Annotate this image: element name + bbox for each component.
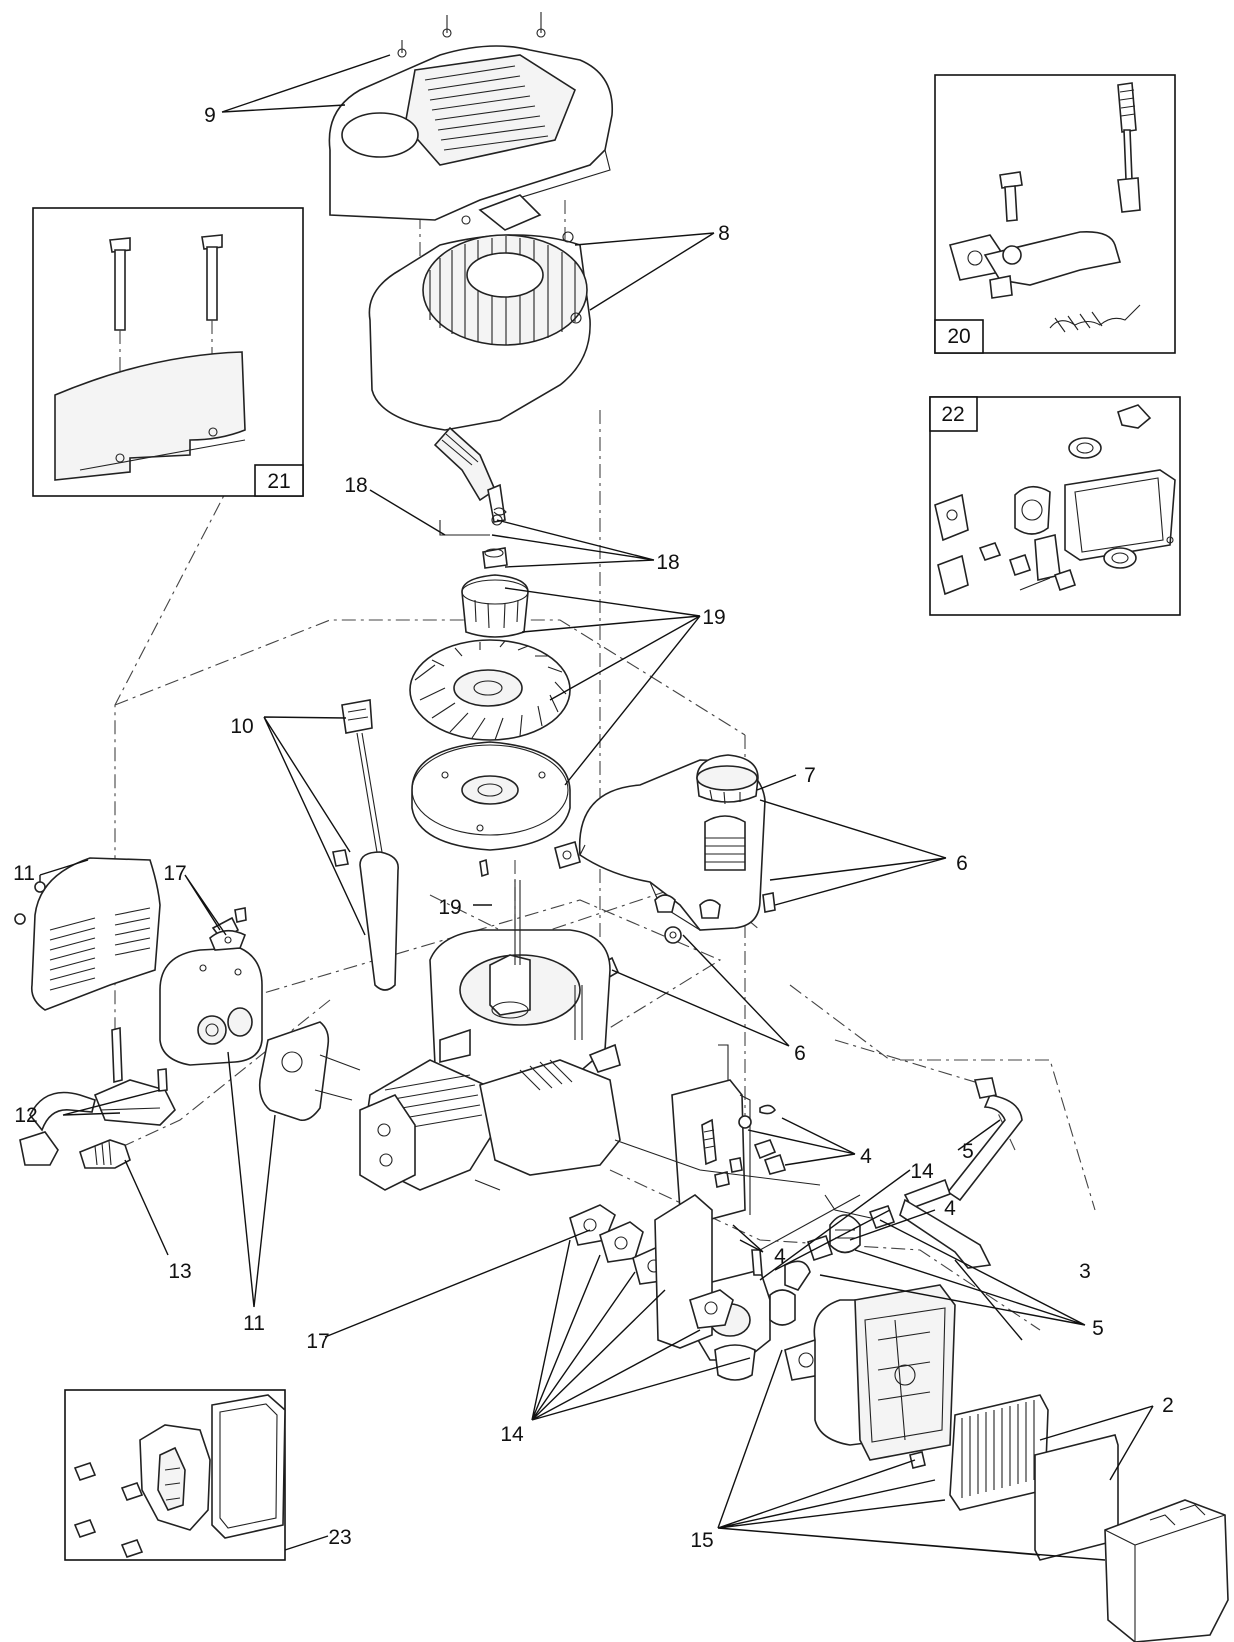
callout-17-cable: 17 (306, 1330, 329, 1353)
flywheel-fan-part-19 (409, 639, 571, 741)
callout-5-clamp: 5 (962, 1140, 974, 1163)
blower-housing-part-8 (368, 194, 591, 431)
callout-8: 8 (718, 222, 730, 245)
callout-9: 9 (204, 104, 216, 127)
callout-7: 7 (804, 764, 816, 787)
air-filter-part-2 (949, 1394, 1049, 1511)
callout-14-cable: 14 (910, 1160, 934, 1183)
callout-4-hardware: 4 (774, 1245, 786, 1268)
stator-plate-part-19 (411, 741, 571, 851)
carburetor-gaskets-part-14 (569, 1194, 829, 1381)
callout-11-shield: 11 (13, 862, 35, 885)
callout-11-muffler: 11 (243, 1312, 265, 1335)
callout-18-top: 18 (344, 474, 367, 497)
inset-23 (64, 1389, 286, 1561)
callout-numbers: 9 8 18 18 19 19 7 6 6 10 17 17 11 11 12 … (13, 104, 1174, 1552)
callout-12: 12 (14, 1104, 37, 1127)
bracket-part-17 (209, 907, 247, 951)
callout-3: 3 (1079, 1260, 1091, 1283)
throttle-bracket-part-4 (614, 1044, 881, 1223)
callout-17-bracket: 17 (163, 862, 186, 885)
inset-number-20: 20 (947, 325, 970, 348)
fuel-line-part-3 (899, 1198, 992, 1269)
callout-2: 2 (1162, 1394, 1174, 1417)
exhaust-gasket-part-11 (258, 1021, 330, 1122)
fuel-tank-part-6 (554, 759, 766, 931)
callout-15: 15 (690, 1529, 713, 1552)
inset-20: 20 (934, 74, 1176, 354)
callout-14-carburetor: 14 (500, 1423, 524, 1446)
air-cleaner-base-part-15 (813, 1284, 956, 1469)
callout-18-right: 18 (656, 551, 679, 574)
callout-23: 23 (328, 1526, 351, 1549)
callout-4-link: 4 (944, 1197, 956, 1220)
flywheel-key-part-19 (479, 858, 489, 878)
fuel-filter-part-5 (784, 1204, 896, 1291)
callout-10: 10 (230, 715, 253, 738)
control-lever-part-18 (433, 426, 508, 569)
leader-lines (39, 54, 1154, 1561)
starter-cup-part-19 (461, 574, 529, 638)
fuel-cap-part-7 (696, 754, 759, 805)
dipstick-part-10 (332, 699, 399, 991)
callout-5-filter: 5 (1092, 1317, 1104, 1340)
callout-6-tank: 6 (956, 852, 968, 875)
callout-19-key: 19 (438, 896, 461, 919)
valve-cover-bolts (73, 1462, 144, 1558)
callout-4-bracket: 4 (860, 1145, 872, 1168)
callout-19-flywheel: 19 (702, 606, 725, 629)
callout-6-hardware: 6 (794, 1042, 806, 1065)
heat-shield-part-11 (14, 857, 161, 1011)
engine-shroud-part-9 (328, 12, 613, 221)
air-cleaner-cover-part-15 (1104, 1499, 1229, 1642)
callout-13: 13 (168, 1260, 191, 1283)
inset-22: 22 (929, 396, 1181, 616)
inset-number-22: 22 (941, 403, 964, 426)
inset-number-21: 21 (267, 470, 290, 493)
spark-plug-part-13 (79, 1139, 131, 1169)
engine-block (314, 880, 621, 1191)
muffler-part-11 (159, 947, 263, 1066)
inset-21: 21 (32, 207, 304, 497)
